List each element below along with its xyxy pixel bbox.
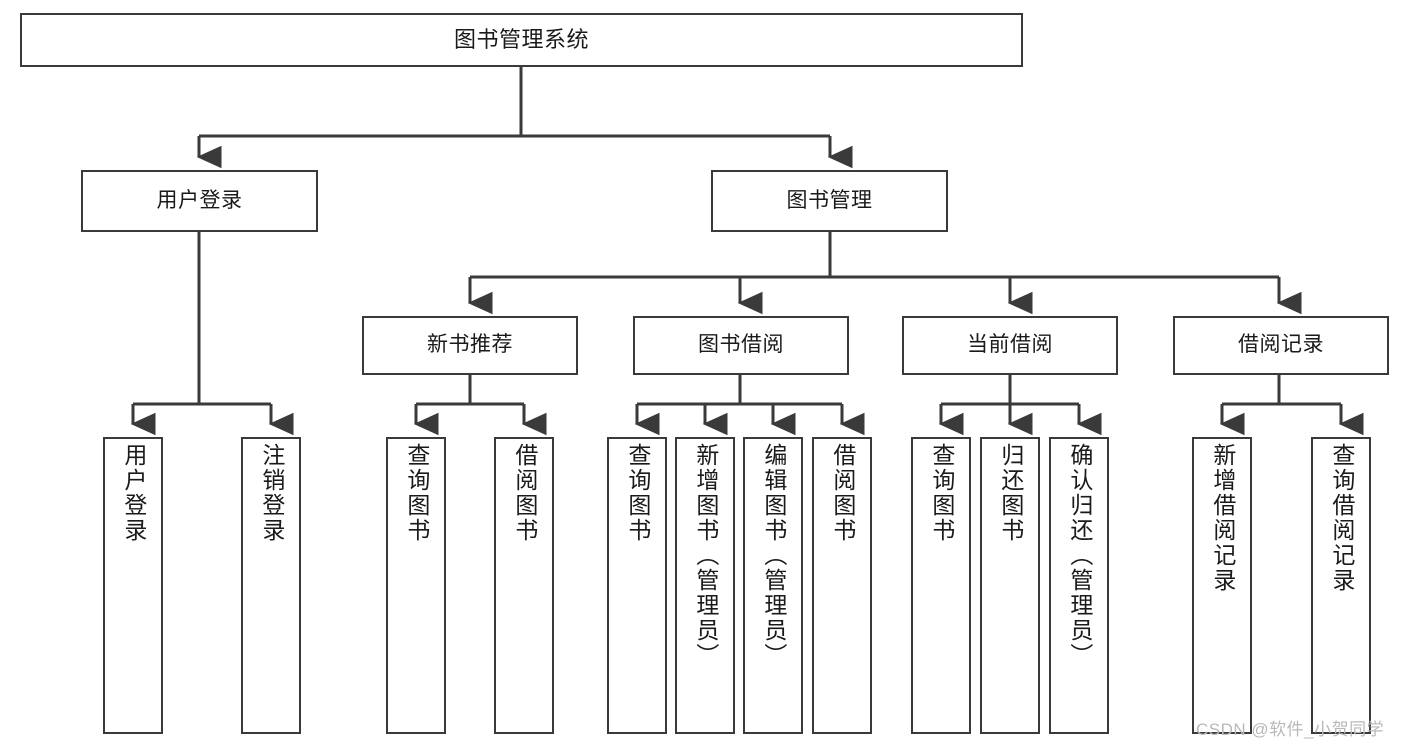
node-new-book-recommend[interactable]: 新书推荐: [362, 316, 578, 375]
node-label: 查询图书: [928, 443, 955, 543]
node-label: 借阅图书: [829, 443, 856, 543]
node-leaf-user-logout[interactable]: 注销登录: [241, 437, 301, 734]
node-leaf-add-borrow-record[interactable]: 新增借阅记录: [1192, 437, 1252, 734]
node-leaf-query-borrow-record[interactable]: 查询借阅记录: [1311, 437, 1371, 734]
node-leaf-query-book-borrow[interactable]: 查询图书: [607, 437, 667, 734]
node-label: 图书借阅: [698, 333, 784, 357]
node-label: 查询图书: [624, 443, 651, 543]
node-leaf-query-book-current[interactable]: 查询图书: [911, 437, 971, 734]
node-label: 新书推荐: [427, 333, 513, 357]
node-label: 新增图书（管理员）: [692, 443, 719, 668]
node-book-management-system[interactable]: 图书管理系统: [20, 13, 1023, 67]
csdn-watermark: CSDN @软件_小贺同学: [1196, 720, 1385, 739]
node-leaf-return-book[interactable]: 归还图书: [980, 437, 1040, 734]
node-borrow-record[interactable]: 借阅记录: [1173, 316, 1389, 375]
node-label: 确认归还（管理员）: [1066, 443, 1093, 668]
node-leaf-confirm-return[interactable]: 确认归还（管理员）: [1049, 437, 1109, 734]
node-label: 图书管理: [786, 188, 873, 212]
node-label: 归还图书: [997, 443, 1024, 543]
node-book-borrow[interactable]: 图书借阅: [633, 316, 849, 375]
node-label: 查询图书: [403, 443, 430, 543]
node-book-manage[interactable]: 图书管理: [711, 170, 948, 232]
node-label: 新增借阅记录: [1209, 443, 1236, 593]
node-label: 借阅记录: [1238, 333, 1324, 357]
node-user-login[interactable]: 用户登录: [81, 170, 318, 232]
node-leaf-borrow-book-recommend[interactable]: 借阅图书: [494, 437, 554, 734]
node-leaf-query-book-recommend[interactable]: 查询图书: [386, 437, 446, 734]
node-label: 用户登录: [120, 443, 147, 543]
node-leaf-edit-book[interactable]: 编辑图书（管理员）: [743, 437, 803, 734]
node-label: 注销登录: [258, 443, 285, 543]
node-label: 图书管理系统: [453, 27, 589, 53]
node-label: 查询借阅记录: [1328, 443, 1355, 593]
node-leaf-borrow-book[interactable]: 借阅图书: [812, 437, 872, 734]
node-current-borrow[interactable]: 当前借阅: [902, 316, 1118, 375]
node-leaf-add-book[interactable]: 新增图书（管理员）: [675, 437, 735, 734]
node-label: 用户登录: [156, 188, 243, 212]
node-label: 编辑图书（管理员）: [760, 443, 787, 668]
node-label: 借阅图书: [511, 443, 538, 543]
node-label: 当前借阅: [967, 333, 1053, 357]
node-leaf-user-login[interactable]: 用户登录: [103, 437, 163, 734]
